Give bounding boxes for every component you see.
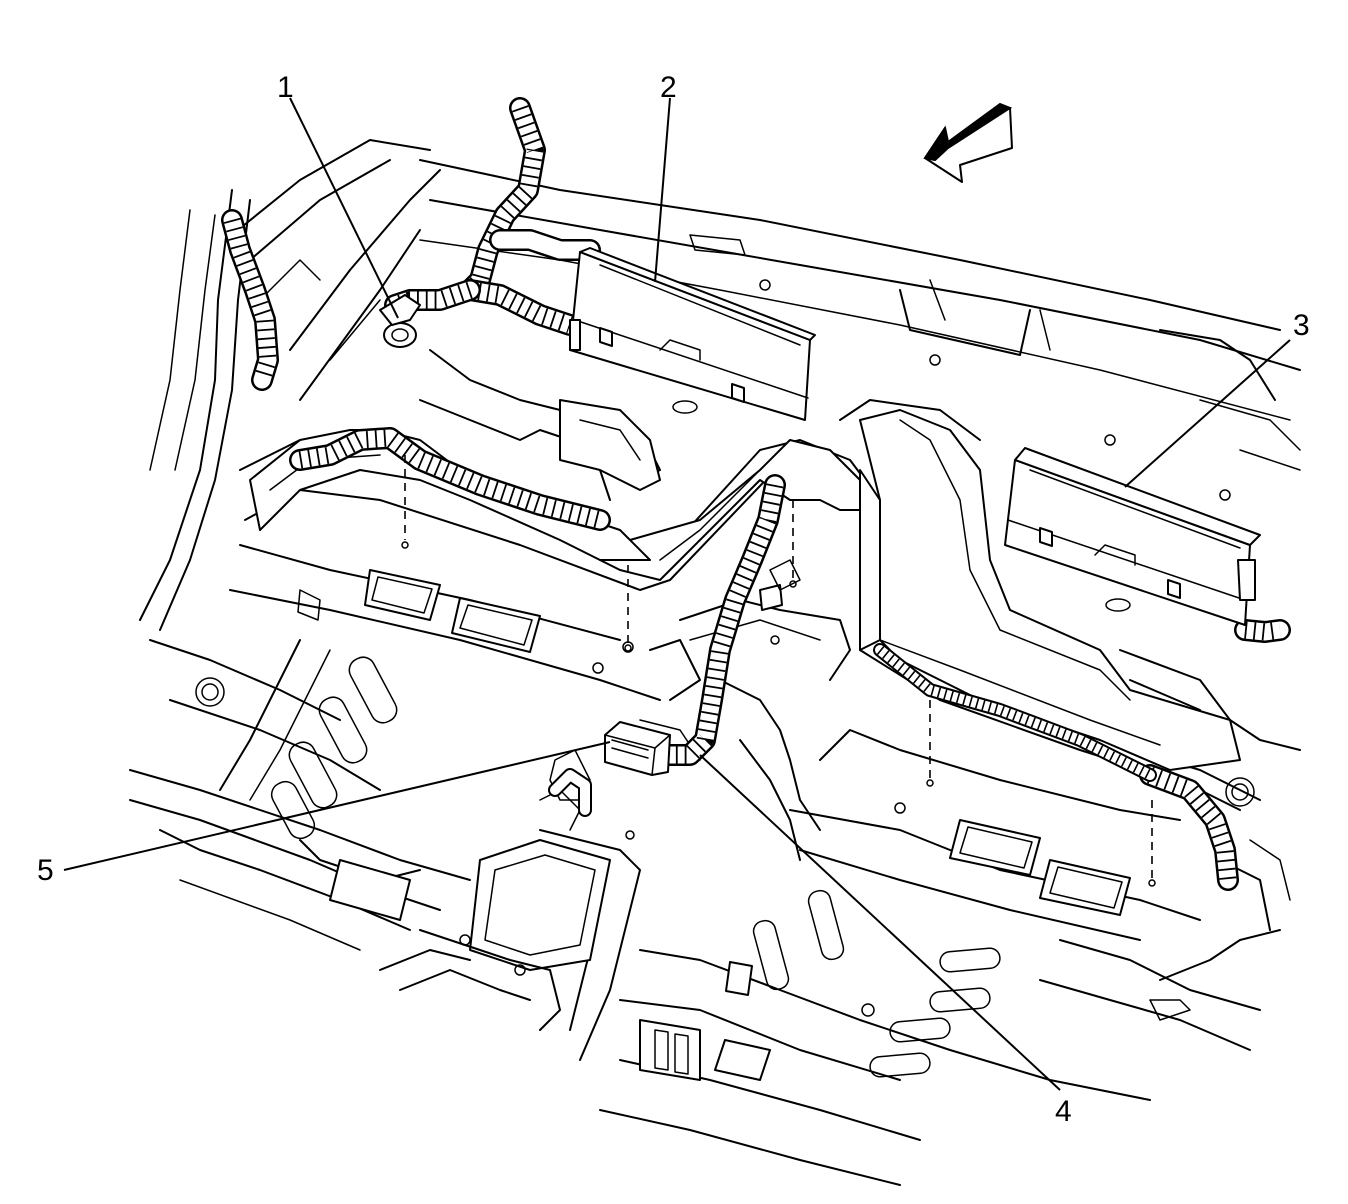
callout-4: 4 <box>1055 1095 1072 1128</box>
leader-5 <box>63 741 611 871</box>
front-direction-arrow-icon <box>923 102 1013 183</box>
control-module-2 <box>569 247 816 421</box>
callout-leaders <box>63 97 1291 1091</box>
callout-3: 3 <box>1293 309 1310 342</box>
callout-numbers: 1 2 3 4 5 <box>37 71 1310 1128</box>
callout-5: 5 <box>37 854 54 887</box>
wiring-harness <box>221 97 1291 891</box>
leader-4 <box>699 754 1061 1091</box>
leader-3 <box>1124 339 1291 488</box>
center-harness-channel <box>599 439 881 651</box>
harness-grommet <box>379 294 421 348</box>
leader-2 <box>654 97 671 283</box>
leader-1 <box>289 97 399 319</box>
harness-connector <box>604 721 671 776</box>
callout-1: 1 <box>277 71 294 104</box>
right-rear-harness-channel <box>839 399 1241 771</box>
fastener-alignment-lines <box>401 455 1156 887</box>
callout-2: 2 <box>660 71 677 104</box>
control-module-3 <box>1004 447 1261 626</box>
